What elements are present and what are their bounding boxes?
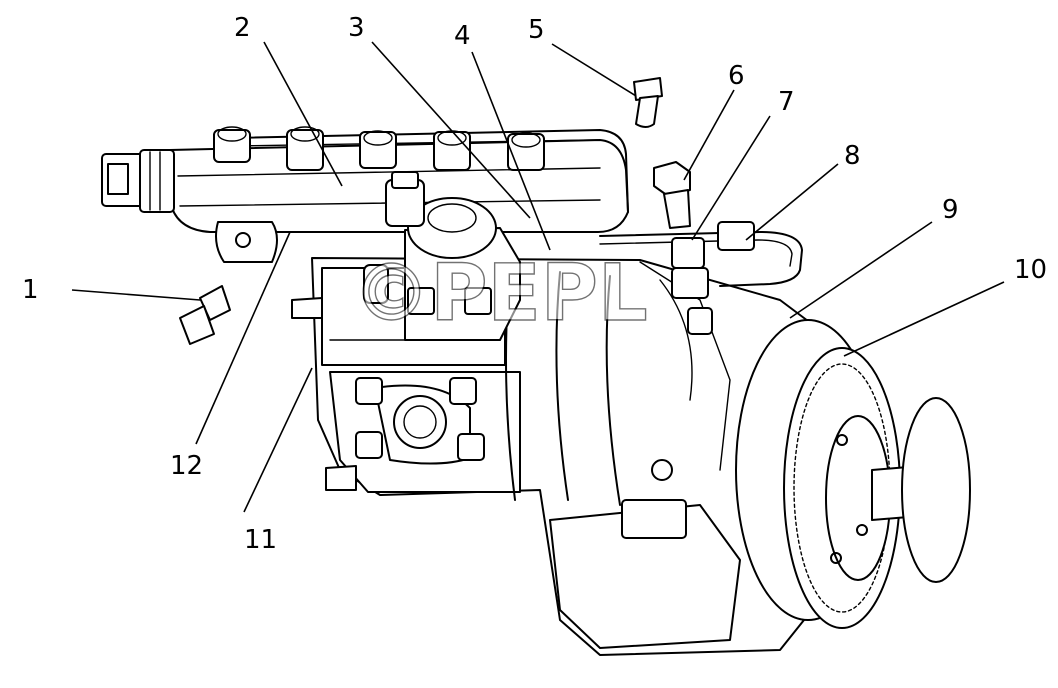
bolt-1 [179,285,231,345]
drive-shaft [871,397,971,583]
fuel-rail [101,126,629,263]
callout-1: 1 [22,275,39,305]
callout-5: 5 [528,15,545,45]
rail-pressure-sensor [101,149,175,213]
callout-2: 2 [234,13,251,43]
callout-11: 11 [244,525,277,555]
callout-6: 6 [728,61,745,91]
return-pipe [599,221,803,335]
callout-7: 7 [778,87,795,117]
callout-3: 3 [348,13,365,43]
metering-unit [363,171,521,341]
watermark: ©PEPL [352,249,647,339]
leader-lines [71,41,1005,513]
callout-8: 8 [844,141,861,171]
bolt-5 [633,77,663,128]
bolt-6 [653,161,691,229]
callout-12: 12 [170,451,203,481]
callout-10: 10 [1014,255,1047,285]
pump-head [355,377,485,465]
callout-labels: 1 2 3 4 5 6 7 8 9 10 11 12 [22,13,1047,555]
callout-9: 9 [942,195,959,225]
callout-4: 4 [454,21,471,51]
drive-gear [735,319,901,629]
